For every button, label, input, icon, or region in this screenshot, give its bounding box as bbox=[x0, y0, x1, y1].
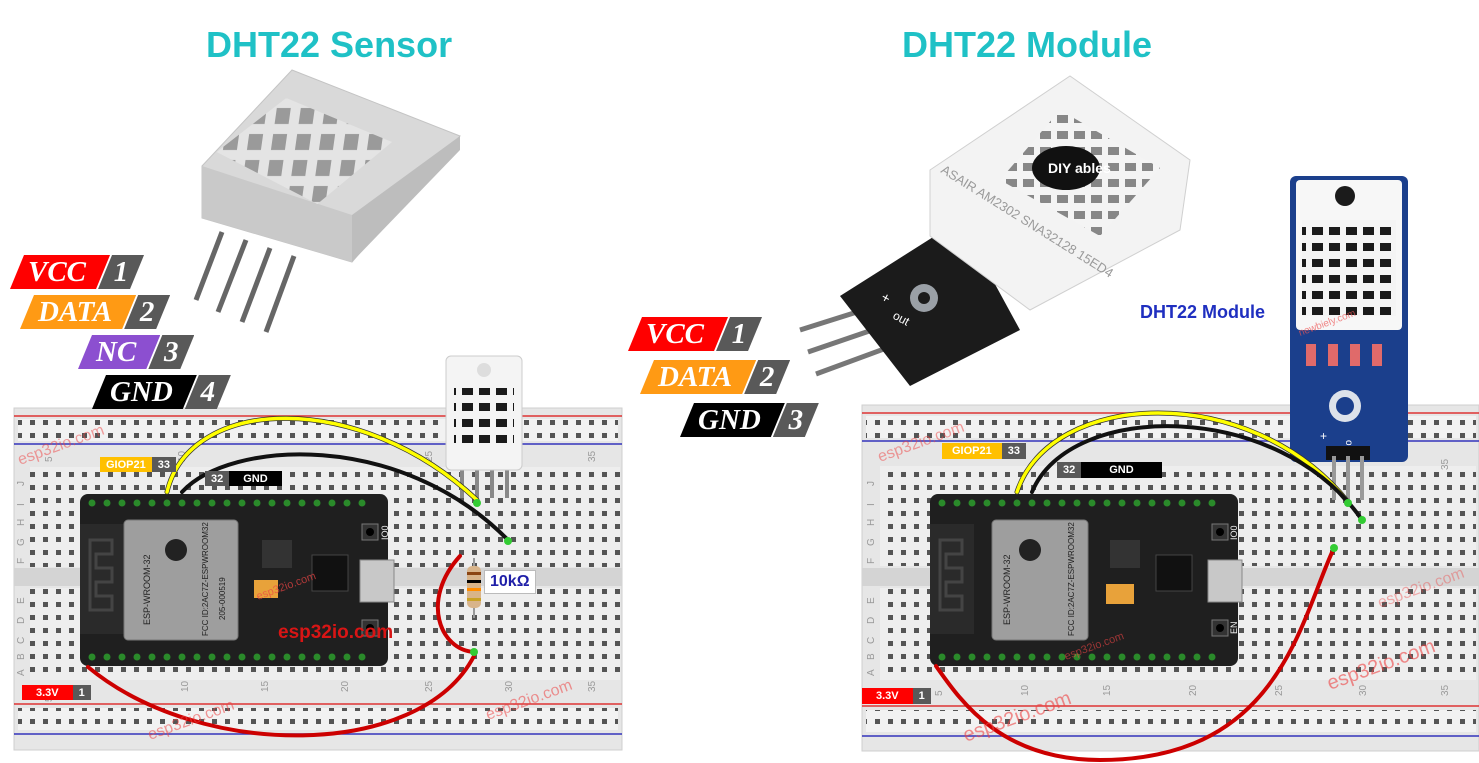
pin-label-data: DATA 2 bbox=[20, 295, 170, 329]
v33-num: 1 bbox=[72, 685, 91, 700]
row-letter: A bbox=[16, 669, 27, 676]
right-panel-title: DHT22 Module bbox=[902, 24, 1153, 65]
pin-name: GND bbox=[92, 375, 197, 409]
pin-label-data: DATA 2 bbox=[640, 360, 790, 394]
gnd-num: 32 bbox=[205, 471, 230, 486]
col-number: 25 bbox=[1274, 684, 1285, 696]
row-letter: C bbox=[866, 637, 877, 644]
chip-code: 205-000519 bbox=[218, 577, 227, 620]
col-number: 35 bbox=[1440, 684, 1451, 696]
module-label: DHT22 Module bbox=[1140, 302, 1266, 322]
chip-name: ESP-WROOM-32 bbox=[142, 554, 152, 625]
row-letter: F bbox=[16, 558, 27, 564]
v33-name: 3.3V bbox=[22, 685, 73, 700]
right-wire-ends bbox=[1330, 499, 1366, 552]
chip-name: ESP-WROOM-32 bbox=[1002, 554, 1012, 625]
col-number: 30 bbox=[504, 680, 515, 692]
col-number: 10 bbox=[1020, 684, 1031, 696]
v33-name: 3.3V bbox=[862, 688, 913, 704]
col-number: 20 bbox=[1188, 684, 1199, 696]
v33-tag: 3.3V 1 bbox=[22, 685, 91, 700]
col-number: 10 bbox=[180, 680, 191, 692]
row-letter: H bbox=[866, 519, 877, 526]
row-letter: E bbox=[16, 597, 27, 604]
left-wire-ends bbox=[470, 499, 512, 656]
left-wires bbox=[86, 415, 510, 738]
board-watermark: esp32io.com bbox=[278, 622, 393, 643]
row-letter: E bbox=[866, 597, 877, 604]
gpio-name: GIOP21 bbox=[942, 443, 1002, 459]
row-letter: D bbox=[16, 617, 27, 624]
pin-name: DATA bbox=[20, 295, 136, 329]
dht22-sensor-photo bbox=[193, 69, 461, 333]
col-number: 15 bbox=[1102, 684, 1113, 696]
row-letter: D bbox=[866, 617, 877, 624]
col-number: 35 bbox=[587, 450, 598, 462]
gnd-name: GND bbox=[1081, 462, 1162, 478]
col-number: 35 bbox=[587, 680, 598, 692]
right-wires bbox=[934, 410, 1364, 763]
esp32-board-left: ESP-WROOM-32 FCC ID:2AC7Z-ESPWROOM32 205… bbox=[80, 494, 395, 666]
pin-label-vcc: VCC 1 bbox=[10, 255, 144, 289]
row-letter: I bbox=[16, 503, 27, 506]
gpio-name: GIOP21 bbox=[100, 457, 152, 472]
row-letter: I bbox=[866, 503, 877, 506]
col-number: 15 bbox=[260, 680, 271, 692]
esp32-board-right: ESP-WROOM-32 FCC ID:2AC7Z-ESPWROOM32 IO0… bbox=[930, 494, 1243, 666]
v33-tag: 3.3V 1 bbox=[862, 688, 931, 704]
row-letter: A bbox=[866, 669, 877, 676]
pin-name: DATA bbox=[640, 360, 756, 394]
row-letter: C bbox=[16, 637, 27, 644]
col-number: 30 bbox=[1358, 684, 1369, 696]
pin-label-gnd: GND 3 bbox=[680, 403, 819, 437]
col-number: 5 bbox=[934, 690, 945, 696]
row-letter: G bbox=[16, 538, 27, 546]
row-letter: J bbox=[16, 481, 27, 486]
pin-name: NC bbox=[78, 335, 160, 369]
chip-fcc: FCC ID:2AC7Z-ESPWROOM32 bbox=[1067, 522, 1076, 636]
row-letter: B bbox=[16, 653, 27, 660]
pin-label-nc: NC 3 bbox=[78, 335, 194, 369]
v33-num: 1 bbox=[912, 688, 931, 704]
gpio-tag: GIOP21 33 bbox=[100, 457, 176, 472]
col-number: 25 bbox=[424, 680, 435, 692]
resistor-label: 10kΩ bbox=[484, 570, 536, 594]
dht22-module-photo: + out DIY ables ASAIR AM2302 SNA32128 15… bbox=[799, 75, 1191, 386]
btn-en-label: EN bbox=[1229, 621, 1239, 634]
pin-label-gnd: GND 4 bbox=[92, 375, 231, 409]
row-letter: J bbox=[866, 481, 877, 486]
pin-name: VCC bbox=[10, 255, 110, 289]
dht22-module-breadboard: newbiely.com + out bbox=[1290, 176, 1408, 500]
btn-io0-label: IO0 bbox=[1229, 525, 1239, 540]
chip-fcc: FCC ID:2AC7Z-ESPWROOM32 bbox=[201, 522, 210, 636]
resistor bbox=[467, 558, 481, 618]
col-number: 20 bbox=[340, 680, 351, 692]
gnd-num: 32 bbox=[1057, 462, 1082, 478]
row-letter: F bbox=[866, 558, 877, 564]
col-number: 35 bbox=[1440, 458, 1451, 470]
left-panel-title: DHT22 Sensor bbox=[206, 24, 453, 65]
gpio-num: 33 bbox=[1001, 443, 1026, 459]
gnd-tag: 32 GND bbox=[205, 471, 282, 486]
gpio-tag: GIOP21 33 bbox=[942, 443, 1026, 459]
photo-brand: DIY ables bbox=[1048, 160, 1111, 176]
col-number: 25 bbox=[424, 450, 435, 462]
col-number: 5 bbox=[44, 456, 55, 462]
btn-io0-label: IO0 bbox=[380, 525, 390, 540]
row-letter: H bbox=[16, 519, 27, 526]
pin-label-vcc: VCC 1 bbox=[628, 317, 762, 351]
pin-name: GND bbox=[680, 403, 785, 437]
row-letter: B bbox=[866, 653, 877, 660]
row-letter: G bbox=[866, 538, 877, 546]
module-plus: + bbox=[1320, 429, 1327, 443]
gnd-name: GND bbox=[229, 471, 282, 486]
pin-name: VCC bbox=[628, 317, 728, 351]
dht22-sensor-breadboard bbox=[445, 355, 523, 498]
gpio-num: 33 bbox=[151, 457, 176, 472]
gnd-tag: 32 GND bbox=[1057, 462, 1162, 478]
